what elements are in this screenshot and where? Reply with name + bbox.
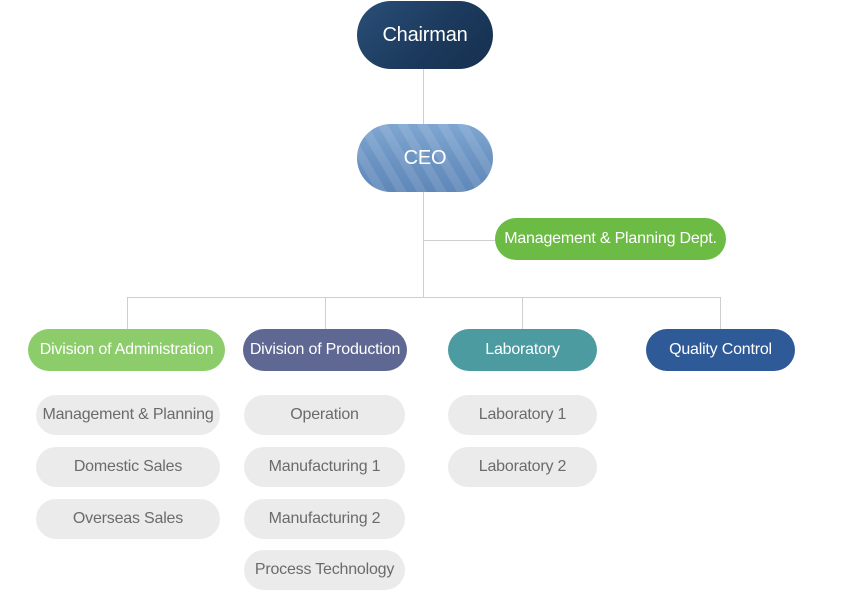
connector-division-quality: [720, 297, 721, 329]
division-production-node: Division of Production: [243, 329, 407, 371]
connector-ceo-trunk: [423, 192, 424, 298]
unit-label: Laboratory 1: [478, 406, 567, 423]
ceo-label: CEO: [403, 146, 447, 169]
unit-label: Operation: [290, 406, 359, 423]
unit-management-planning: Management & Planning: [36, 395, 220, 435]
unit-label: Domestic Sales: [73, 458, 183, 475]
ceo-node: CEO: [357, 124, 493, 192]
laboratory-label: Laboratory: [485, 341, 560, 358]
unit-manufacturing-1: Manufacturing 1: [244, 447, 405, 487]
division-administration-node: Division of Administration: [28, 329, 225, 371]
connector-chairman-ceo: [423, 69, 424, 124]
unit-manufacturing-2: Manufacturing 2: [244, 499, 405, 539]
unit-label: Laboratory 2: [478, 458, 567, 475]
division-administration-label: Division of Administration: [39, 341, 214, 358]
connector-staff-dept: [423, 240, 495, 241]
unit-domestic-sales: Domestic Sales: [36, 447, 220, 487]
management-planning-dept-node: Management & Planning Dept.: [495, 218, 726, 260]
division-production-label: Division of Production: [249, 341, 401, 358]
unit-overseas-sales: Overseas Sales: [36, 499, 220, 539]
management-planning-dept-label: Management & Planning Dept.: [504, 230, 717, 247]
unit-laboratory-1: Laboratory 1: [448, 395, 597, 435]
unit-label: Process Technology: [254, 561, 395, 578]
unit-label: Management & Planning: [42, 406, 214, 423]
unit-label: Manufacturing 1: [268, 458, 381, 475]
connector-division-admin: [127, 297, 128, 329]
laboratory-node: Laboratory: [448, 329, 597, 371]
quality-control-label: Quality Control: [669, 341, 772, 358]
connector-division-production: [325, 297, 326, 329]
connector-divisions-bus: [127, 297, 721, 298]
unit-process-technology: Process Technology: [244, 550, 405, 590]
unit-laboratory-2: Laboratory 2: [448, 447, 597, 487]
connector-division-laboratory: [522, 297, 523, 329]
unit-label: Overseas Sales: [72, 510, 184, 527]
chairman-node: Chairman: [357, 1, 493, 69]
unit-label: Manufacturing 2: [268, 510, 381, 527]
chairman-label: Chairman: [382, 23, 468, 46]
quality-control-node: Quality Control: [646, 329, 795, 371]
unit-operation: Operation: [244, 395, 405, 435]
